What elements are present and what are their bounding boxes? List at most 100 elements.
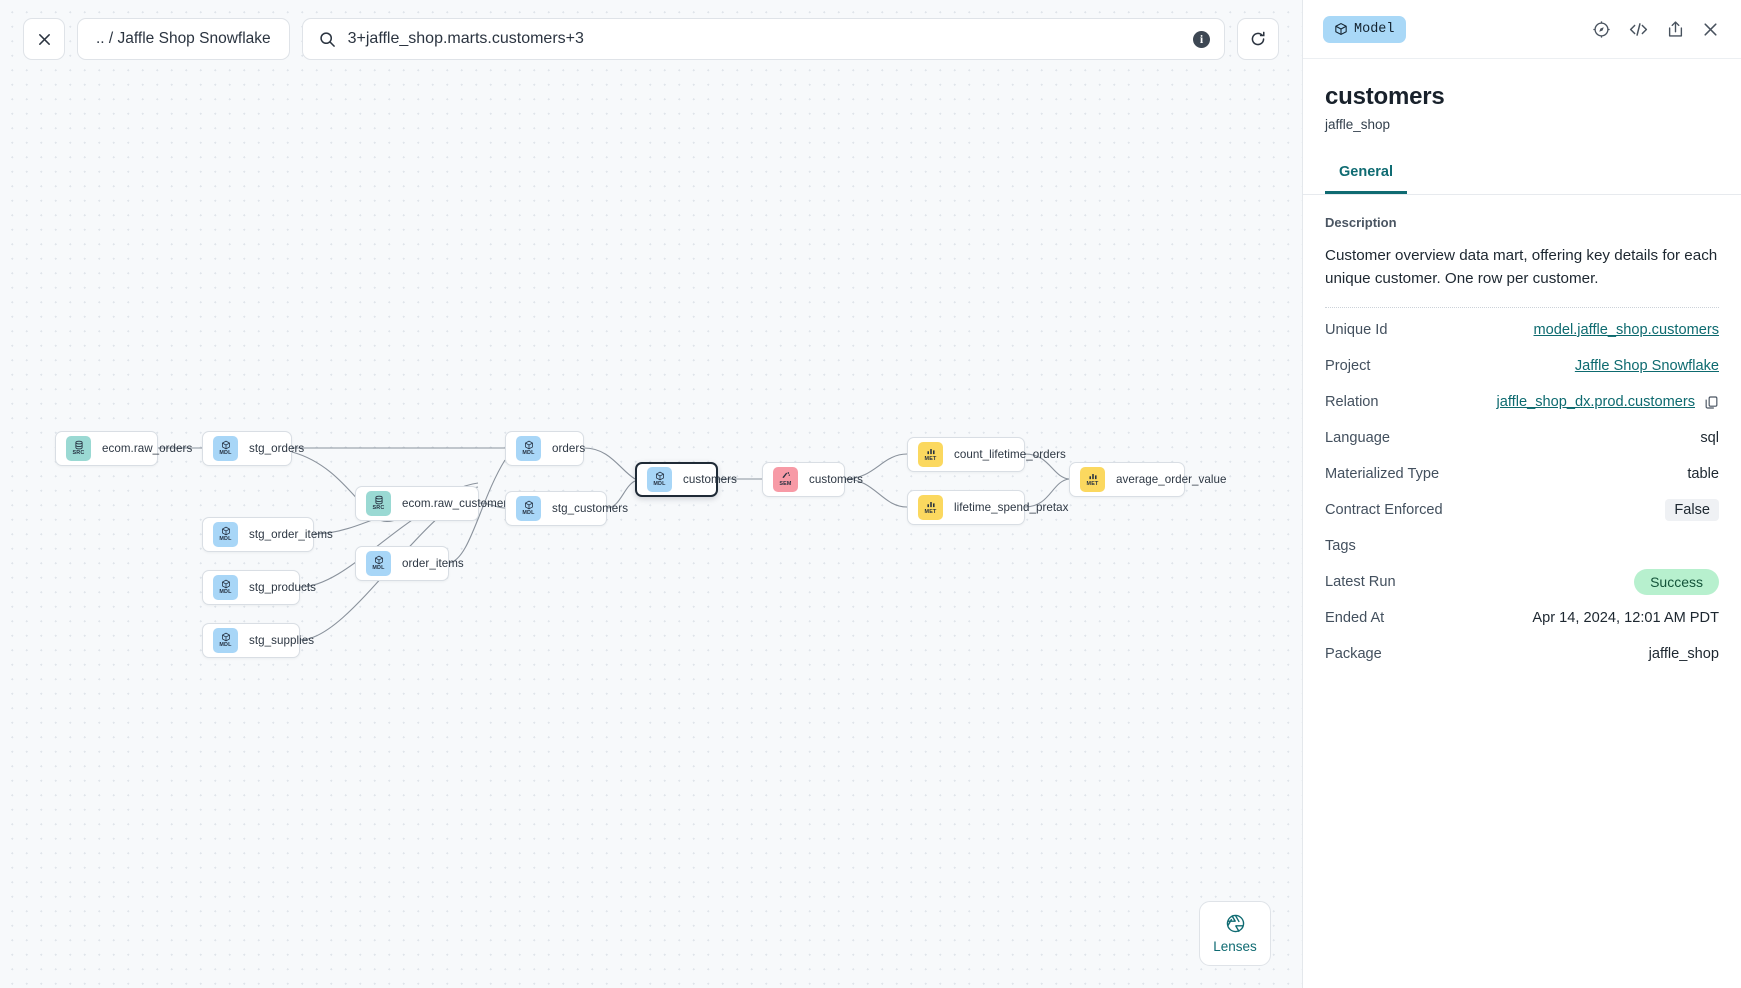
property-value-wrap: False — [1665, 499, 1719, 521]
property-value-wrap: Success — [1634, 569, 1719, 595]
property-row: Latest Run Success — [1325, 564, 1719, 600]
lineage-node-label: stg_order_items — [249, 528, 333, 541]
property-link[interactable]: jaffle_shop_dx.prod.customers — [1496, 394, 1695, 410]
property-key: Unique Id — [1325, 322, 1388, 338]
lineage-node-label: average_order_value — [1116, 473, 1227, 486]
node-type-label: Model — [1354, 21, 1395, 37]
lineage-node[interactable]: MET count_lifetime_orders — [907, 437, 1066, 472]
code-icon[interactable] — [1628, 20, 1649, 39]
close-lineage-button[interactable] — [23, 18, 65, 60]
description-label: Description — [1325, 215, 1397, 230]
property-key: Contract Enforced — [1325, 502, 1443, 518]
lineage-node[interactable]: MDL stg_orders — [202, 431, 304, 466]
property-key: Project — [1325, 358, 1371, 374]
lineage-node-label: order_items — [402, 557, 464, 570]
panel-subtitle: jaffle_shop — [1325, 117, 1391, 132]
property-row: Tags — [1325, 528, 1719, 564]
refresh-button[interactable] — [1237, 18, 1279, 60]
src-badge-icon: SRC — [66, 436, 91, 461]
property-value-wrap: table — [1687, 466, 1719, 482]
lineage-node[interactable]: SRC ecom.raw_orders — [55, 431, 192, 466]
lineage-node-label: ecom.raw_customers — [402, 497, 514, 510]
search-info-icon[interactable]: i — [1193, 30, 1210, 48]
mdl-badge-icon: MDL — [213, 436, 238, 461]
mdl-badge-icon: MDL — [366, 551, 391, 576]
breadcrumb-label: .. / Jaffle Shop Snowflake — [96, 30, 271, 47]
copy-icon[interactable] — [1704, 395, 1719, 410]
property-key: Package — [1325, 646, 1382, 662]
property-value-wrap: jaffle_shop — [1649, 646, 1719, 662]
property-value-wrap: Apr 14, 2024, 12:01 AM PDT — [1532, 610, 1719, 626]
lineage-node-label: count_lifetime_orders — [954, 448, 1066, 461]
tab-general[interactable]: General — [1325, 156, 1407, 194]
panel-tabs: General — [1303, 156, 1741, 195]
panel-body: Description Customer overview data mart,… — [1303, 195, 1741, 988]
aperture-icon — [1226, 914, 1244, 933]
mdl-badge-icon: MDL — [516, 436, 541, 461]
property-key: Materialized Type — [1325, 466, 1440, 482]
property-row: Contract Enforced False — [1325, 492, 1719, 528]
lenses-button[interactable]: Lenses — [1199, 901, 1271, 966]
compass-icon[interactable] — [1592, 20, 1611, 39]
property-value-wrap: jaffle_shop_dx.prod.customers — [1497, 394, 1719, 410]
property-row: Relation jaffle_shop_dx.prod.customers — [1325, 384, 1719, 420]
property-row: Ended At Apr 14, 2024, 12:01 AM PDT — [1325, 600, 1719, 636]
panel-header-icons — [1592, 20, 1719, 39]
search-input[interactable] — [347, 30, 1181, 48]
property-link[interactable]: Jaffle Shop Snowflake — [1574, 358, 1719, 374]
property-value-wrap: Jaffle Shop Snowflake — [1575, 358, 1719, 374]
search-icon — [319, 31, 335, 47]
cube-icon — [1335, 23, 1347, 35]
divider — [1325, 307, 1719, 308]
src-badge-icon: SRC — [366, 491, 391, 516]
lineage-node[interactable]: SRC ecom.raw_customers — [355, 486, 513, 521]
top-toolbar: .. / Jaffle Shop Snowflake i — [0, 0, 1302, 78]
property-row: Package jaffle_shop — [1325, 636, 1719, 672]
property-key: Ended At — [1325, 610, 1385, 626]
breadcrumb[interactable]: .. / Jaffle Shop Snowflake — [77, 18, 290, 60]
lineage-node[interactable]: MET average_order_value — [1069, 462, 1226, 497]
lineage-node[interactable]: MDL order_items — [355, 546, 464, 581]
property-value: sql — [1700, 430, 1719, 446]
share-icon[interactable] — [1666, 20, 1685, 39]
property-key: Latest Run — [1325, 574, 1396, 590]
panel-header: Model — [1303, 0, 1741, 59]
property-link[interactable]: model.jaffle_shop.customers — [1533, 322, 1720, 338]
property-key: Relation — [1325, 394, 1379, 410]
close-panel-icon[interactable] — [1702, 21, 1719, 38]
property-value-wrap: model.jaffle_shop.customers — [1534, 322, 1720, 338]
lenses-label: Lenses — [1213, 939, 1257, 954]
status-badge: Success — [1634, 569, 1719, 595]
mdl-badge-icon: MDL — [213, 575, 238, 600]
lineage-node[interactable]: MDL stg_supplies — [202, 623, 314, 658]
node-type-chip[interactable]: Model — [1323, 15, 1406, 43]
close-icon — [38, 33, 50, 45]
mdl-badge-icon: MDL — [647, 467, 672, 492]
lineage-node-label: stg_orders — [249, 442, 305, 455]
page-title: customers — [1325, 83, 1445, 110]
lineage-node-label: stg_supplies — [249, 634, 315, 647]
met-badge-icon: MET — [918, 495, 943, 520]
met-badge-icon: MET — [1080, 467, 1105, 492]
property-row: Language sql — [1325, 420, 1719, 456]
lineage-search[interactable]: i — [301, 18, 1225, 60]
mdl-badge-icon: MDL — [213, 628, 238, 653]
property-row: Project Jaffle Shop Snowflake — [1325, 348, 1719, 384]
property-value-wrap: sql — [1700, 430, 1719, 446]
details-panel: Model — [1302, 0, 1741, 988]
lineage-node-label: ecom.raw_orders — [102, 442, 193, 455]
met-badge-icon: MET — [918, 442, 943, 467]
lineage-node-label: stg_customers — [552, 502, 629, 515]
property-key: Language — [1325, 430, 1390, 446]
property-row: Unique Id model.jaffle_shop.customers — [1325, 312, 1719, 348]
